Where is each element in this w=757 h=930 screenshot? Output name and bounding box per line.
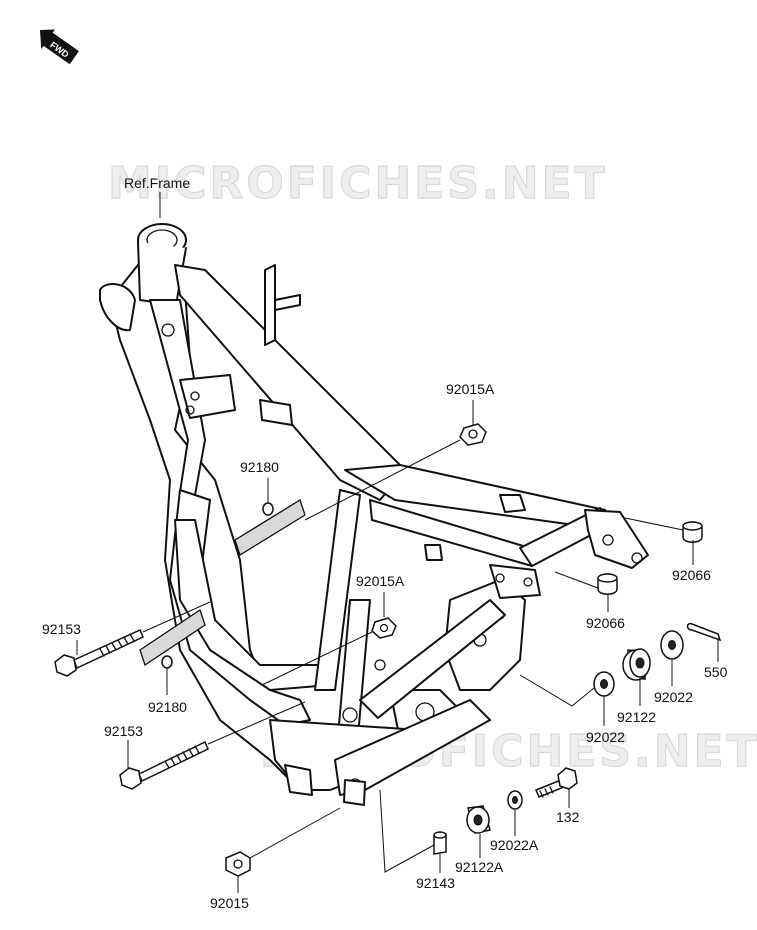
collar-92143 xyxy=(433,831,447,855)
label-92153-upper: 92153 xyxy=(42,621,81,637)
label-92022-right: 92022 xyxy=(654,689,693,705)
washer-92022A xyxy=(507,790,523,810)
washer-92022-right xyxy=(660,630,684,660)
label-92066-mid: 92066 xyxy=(586,615,625,631)
label-92022-left: 92022 xyxy=(586,729,625,745)
fwd-arrow-icon: FWD xyxy=(40,29,79,65)
label-92180-upper: 92180 xyxy=(240,459,279,475)
label-132: 132 xyxy=(556,809,580,825)
label-550: 550 xyxy=(704,664,728,680)
label-92180-lower: 92180 xyxy=(148,699,187,715)
label-92143: 92143 xyxy=(416,875,455,891)
callout-labels: Ref.Frame 92015A 92180 92015A 92153 9218… xyxy=(42,175,728,911)
leader-lines xyxy=(76,192,719,893)
cap-92066-mid xyxy=(597,573,618,595)
watermark-upper: MICROFICHES.NET xyxy=(108,158,608,209)
nut-92015 xyxy=(225,851,251,877)
collar-92122 xyxy=(622,648,651,681)
label-92015A-lower: 92015A xyxy=(356,573,405,589)
nut-92015A-upper xyxy=(459,423,487,446)
collar-92122A xyxy=(466,805,491,834)
label-92153-lower: 92153 xyxy=(104,723,143,739)
label-92122A: 92122A xyxy=(455,859,504,875)
label-92066-right: 92066 xyxy=(672,567,711,583)
bolt-92153-lower xyxy=(119,740,209,790)
bolt-92153-upper xyxy=(54,629,144,677)
shaded-plates xyxy=(139,499,306,667)
washer-92180-lower xyxy=(161,655,173,669)
label-ref-frame: Ref.Frame xyxy=(124,175,190,191)
cap-92066-right xyxy=(682,521,703,543)
cotter-pin-550 xyxy=(686,622,722,642)
washer-92022-left xyxy=(593,671,615,697)
label-92015: 92015 xyxy=(210,895,249,911)
label-92022A: 92022A xyxy=(490,837,539,853)
nut-92015A-lower xyxy=(371,617,397,639)
washer-92180-upper xyxy=(262,502,274,516)
bolt-132 xyxy=(535,767,578,798)
label-92122: 92122 xyxy=(617,709,656,725)
label-92015A-upper: 92015A xyxy=(446,381,495,397)
motorcycle-frame xyxy=(99,223,649,806)
